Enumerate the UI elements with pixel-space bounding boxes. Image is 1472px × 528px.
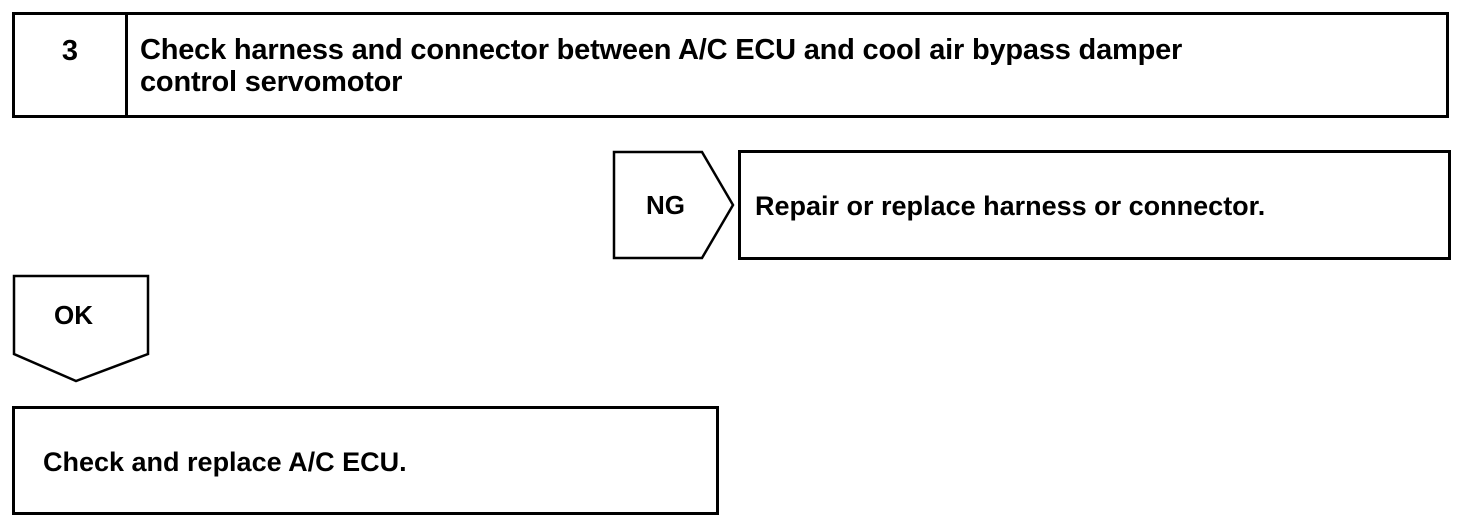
ng-action-box: Repair or replace harness or connector. [738,150,1451,260]
step-title: Check harness and connector between A/C … [128,15,1446,115]
ng-arrow-shape [612,150,735,260]
step-number: 3 [15,15,128,115]
step-header-box: 3 Check harness and connector between A/… [12,12,1449,118]
ok-action-text: Check and replace A/C ECU. [43,447,407,477]
step-title-line2: control servomotor [140,66,403,98]
ng-label: NG [646,190,685,220]
step-title-line1: Check harness and connector between A/C … [140,34,1183,66]
ok-label: OK [54,300,93,330]
ok-action-box: Check and replace A/C ECU. [12,406,719,515]
ok-arrow-shape [12,274,150,383]
ng-action-text: Repair or replace harness or connector. [755,191,1266,221]
